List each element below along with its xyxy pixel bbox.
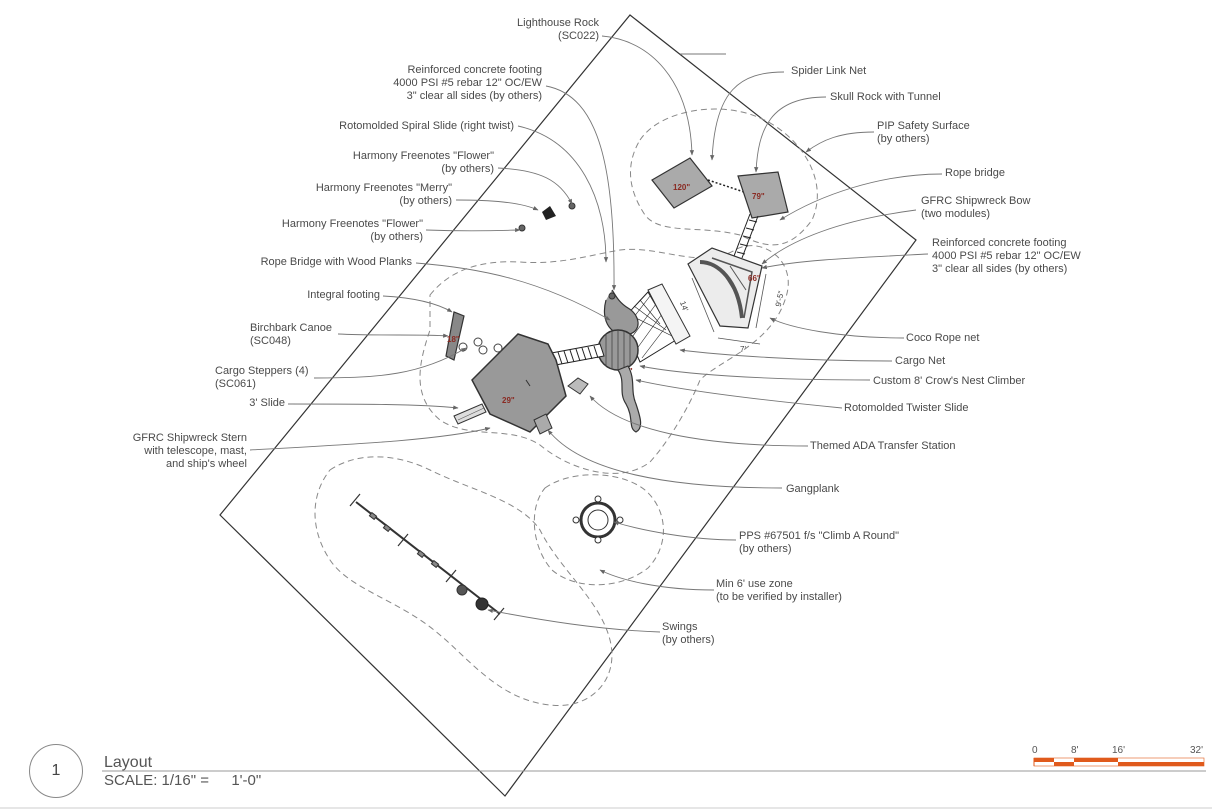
scale-bar: [1033, 757, 1205, 767]
label-cargo-steppers: Cargo Steppers (4) (SC061): [215, 365, 309, 390]
freenotes-merry: [542, 206, 556, 220]
label-freenotes-flower-2: Harmony Freenotes "Flower" (by others): [281, 218, 423, 243]
drawing-number-circle: 1: [29, 744, 83, 798]
label-rope-bridge-planks: Rope Bridge with Wood Planks: [260, 256, 412, 268]
dimension-bow-length: 14': [678, 300, 690, 313]
three-foot-slide: [453, 403, 487, 425]
scale-tick-8: 8': [1071, 745, 1079, 756]
label-twister-slide: Rotomolded Twister Slide: [844, 402, 969, 414]
scale-value: 1'-0": [231, 772, 262, 789]
leader-lines: [249, 35, 943, 633]
site-boundary: [219, 14, 917, 797]
twister-slide: [617, 365, 642, 433]
ada-transfer-station: [567, 377, 589, 395]
spider-link-net: [707, 179, 745, 193]
label-climb-a-round: PPS #67501 f/s "Climb A Round" (by other…: [739, 530, 900, 555]
label-skull-rock: Skull Rock with Tunnel: [830, 91, 941, 103]
label-spider-link-net: Spider Link Net: [791, 65, 867, 77]
label-swings: Swings (by others): [662, 621, 715, 646]
spiral-slide: [603, 289, 639, 336]
label-freenotes-merry: Harmony Freenotes "Merry" (by others): [315, 182, 452, 207]
label-coco-rope-net: Coco Rope net: [906, 332, 980, 344]
cargo-steppers: [458, 337, 503, 355]
label-gangplank: Gangplank: [786, 483, 840, 495]
elevation-stern: 29": [502, 396, 515, 405]
elevation-bow: 66": [748, 274, 761, 283]
label-footing-left: Reinforced concrete footing 4000 PSI #5 …: [393, 64, 542, 102]
gangplank: [533, 413, 553, 435]
elevation-canoe: 18": [447, 335, 460, 344]
scale-prefix: SCALE: 1/16" =: [104, 772, 209, 789]
label-ada-transfer: Themed ADA Transfer Station: [810, 440, 956, 452]
scale-tick-32: 32': [1190, 745, 1204, 756]
shipwreck-stern: 29": [471, 333, 567, 433]
rope-bridge: [733, 213, 759, 259]
dimension-bow-depth: 9'-5": [774, 290, 786, 308]
label-shipwreck-stern: GFRC Shipwreck Stern with telescope, mas…: [132, 432, 247, 470]
scale-tick-16: 16': [1112, 745, 1126, 756]
elevation-lighthouse: 120": [673, 183, 690, 192]
skull-rock: 79": [737, 171, 789, 219]
lighthouse-rock: 120": [651, 157, 713, 209]
elevation-skull: 79": [752, 192, 765, 201]
label-spiral-slide: Rotomolded Spiral Slide (right twist): [339, 120, 514, 132]
birchbark-canoe: 18": [445, 311, 465, 361]
label-birchbark-canoe: Birchbark Canoe (SC048): [250, 322, 332, 347]
label-integral-footing: Integral footing: [307, 289, 380, 301]
crows-nest-climber: 96": [597, 329, 639, 376]
label-freenotes-flower-1: Harmony Freenotes "Flower" (by others): [352, 150, 494, 175]
label-three-slide: 3' Slide: [249, 397, 285, 409]
drawing-title: Layout: [104, 754, 153, 771]
shipwreck-bow: 66" 14' 7' 9'-5": [678, 247, 786, 354]
label-pip-surface: PIP Safety Surface (by others): [877, 120, 970, 145]
climb-a-round: [572, 495, 624, 544]
label-rope-bridge: Rope bridge: [945, 167, 1005, 179]
dimension-bow-width: 7': [740, 345, 746, 354]
drawing-scale: SCALE: 1/16" = 1'-0": [104, 772, 261, 789]
label-shipwreck-bow: GFRC Shipwreck Bow (two modules): [921, 195, 1031, 220]
label-lighthouse-rock: Lighthouse Rock (SC022): [517, 17, 599, 42]
label-footing-right: Reinforced concrete footing 4000 PSI #5 …: [932, 237, 1081, 275]
scale-tick-0: 0: [1032, 745, 1038, 756]
coco-rope-net: [647, 283, 691, 345]
label-crows-nest: Custom 8' Crow's Nest Climber: [873, 375, 1026, 387]
label-cargo-net: Cargo Net: [895, 355, 946, 367]
use-zone-outline: [314, 108, 818, 707]
label-use-zone: Min 6' use zone (to be verified by insta…: [716, 578, 842, 603]
swings: [349, 493, 505, 621]
